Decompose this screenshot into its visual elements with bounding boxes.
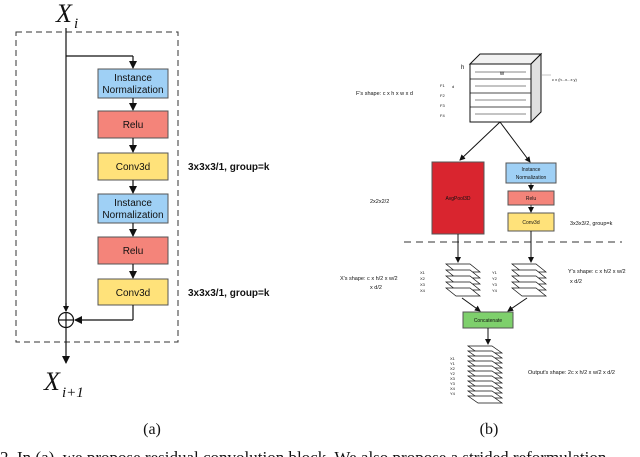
figure-caption-text: 2. In (a), we propose residual convoluti…	[0, 448, 607, 457]
x-label-4: X4	[420, 288, 426, 293]
y-label-1: Y1	[492, 270, 498, 275]
conv3d-block	[97, 278, 169, 306]
x-label-2: X2	[420, 276, 426, 281]
y-feature-stack	[511, 263, 547, 297]
out-label-6: Y3	[450, 381, 456, 386]
relu-block	[97, 110, 169, 139]
input-sub: i	[74, 16, 78, 32]
block-6-label: Conv3d	[116, 288, 150, 299]
block-4-line1: Instance	[114, 198, 152, 209]
residual-block-frame	[15, 31, 179, 343]
concatenate-label: Concatenate	[474, 318, 503, 324]
out-label-8: Y4	[450, 391, 456, 396]
block-5: Relu	[97, 236, 169, 265]
caption-b: (b)	[480, 421, 499, 438]
x-shape-line2: x d/2	[370, 285, 382, 291]
y-label-2: Y2	[492, 276, 498, 281]
conv-note-right: 3x3x3/2, group=k	[570, 221, 613, 227]
cube-h-label: h	[461, 65, 464, 71]
block-2-label: Relu	[123, 120, 144, 131]
strided-reformulation-diagram: h w d c x (h...x...x y) F1 F2 F3 F4 F's …	[340, 52, 626, 438]
conv-label: Conv3d	[522, 220, 539, 226]
x-label-1: X1	[420, 270, 426, 275]
block-6: Conv3d	[97, 278, 169, 306]
block-5-label: Relu	[123, 246, 144, 257]
y-label-3: Y3	[492, 282, 498, 287]
out-label-5: X3	[450, 376, 456, 381]
block-3-label: Conv3d	[116, 162, 150, 173]
relu-label: Relu	[526, 196, 537, 202]
y-shape-line1: Y's shape: c x h/2 x w/2	[568, 269, 626, 275]
block-3: Conv3d	[97, 152, 169, 181]
feature-label-f2: F2	[440, 93, 445, 98]
f-shape-label: F's shape: c x h x w x d	[356, 91, 413, 97]
feature-cube	[468, 52, 543, 124]
block-1-line1: Instance	[114, 73, 152, 84]
norm-line2: Normalization	[516, 175, 547, 181]
x-shape-line1: X's shape: c x h/2 x w/2	[340, 276, 398, 282]
x-to-concat-arrow	[461, 297, 481, 312]
block-1-line2: Normalization	[102, 85, 163, 96]
out-label-2: Y1	[450, 361, 456, 366]
pool-note: 2x2x2/2	[370, 199, 389, 205]
output-shape-label: Output's shape: 2c x h/2 x w/2 x d/2	[528, 370, 615, 376]
feature-label-f1: F1	[440, 83, 445, 88]
x-label-3: X3	[420, 282, 426, 287]
instance-norm-block	[97, 193, 169, 224]
y-to-concat-arrow	[507, 297, 528, 312]
block-1: Instance Normalization	[97, 68, 169, 99]
cube-side-note: c x (h...x...x y)	[552, 77, 578, 82]
block-4-line2: Normalization	[102, 210, 163, 221]
output-sub: i+1	[62, 385, 84, 401]
cube-d-label: d	[452, 84, 454, 89]
cube-top	[468, 53, 543, 65]
out-label-3: X2	[450, 366, 456, 371]
instance-norm-block	[97, 68, 169, 99]
x-feature-stack	[445, 263, 481, 297]
block-2: Relu	[97, 110, 169, 139]
conv-note-1: 3x3x3/1, group=k	[188, 162, 270, 173]
cube-side	[530, 52, 542, 124]
relu-block	[97, 236, 169, 265]
out-label-7: X4	[450, 386, 456, 391]
residual-block-diagram: X i Instance Normalization Relu Conv3d I…	[15, 0, 270, 438]
input-label: X	[55, 0, 73, 28]
cube-to-pool-arrow	[459, 121, 501, 161]
out-label-1: X1	[450, 356, 456, 361]
avgpool3d-label: AvgPool3D	[446, 196, 471, 202]
out-label-4: Y2	[450, 371, 456, 376]
cube-to-norm-arrow	[499, 121, 531, 163]
conv-note-2: 3x3x3/1, group=k	[188, 288, 270, 299]
cube-w-label: w	[499, 71, 505, 77]
block-4: Instance Normalization	[97, 193, 169, 224]
conv3d-block	[97, 152, 169, 181]
feature-label-f4: F4	[440, 113, 445, 118]
y-label-4: Y4	[492, 288, 498, 293]
y-shape-line2: x d/2	[570, 279, 582, 285]
norm-line1: Instance	[522, 167, 541, 173]
output-label: X	[43, 367, 61, 396]
output-feature-stack	[466, 345, 504, 404]
feature-label-f3: F3	[440, 103, 445, 108]
caption-a: (a)	[143, 421, 161, 438]
